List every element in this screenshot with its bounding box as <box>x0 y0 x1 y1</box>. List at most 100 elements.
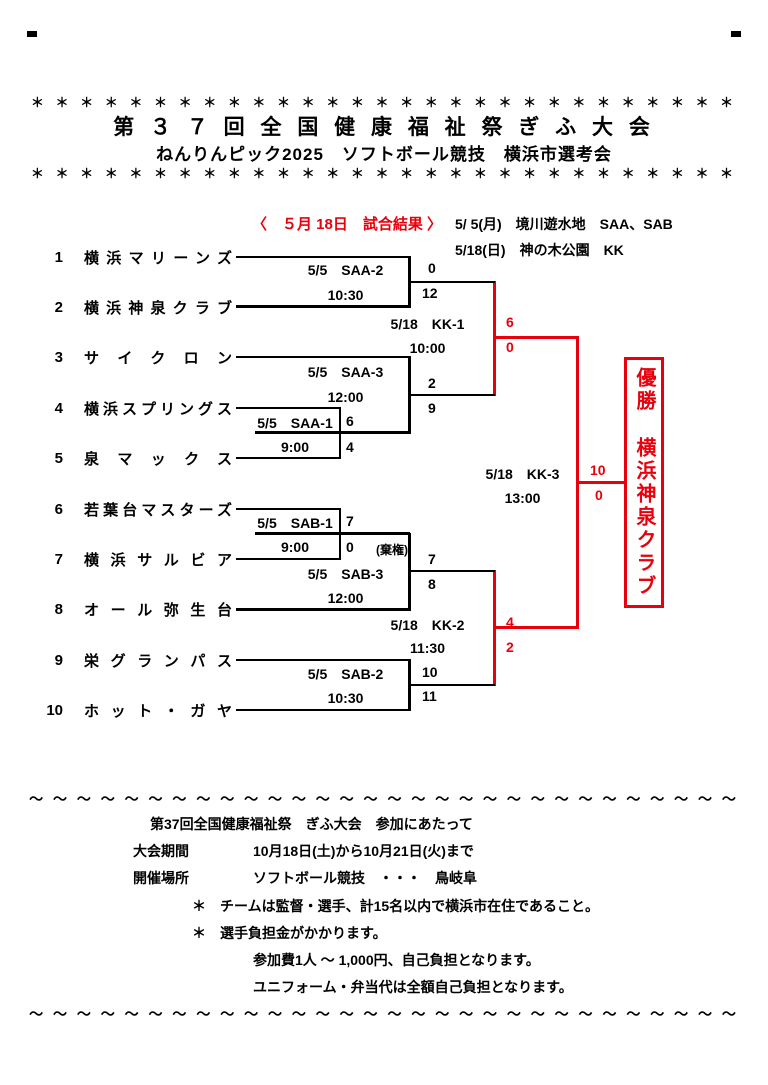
score-sab3-bottom: 8 <box>428 576 436 592</box>
match-time-kk3: 13:00 <box>504 490 541 506</box>
team-seed: 7 <box>54 550 63 568</box>
team-seed: 8 <box>54 600 63 618</box>
match-label-sab2: 5/5 SAB-2 <box>307 666 384 682</box>
footer-row-value-1: 10月18日(土)から10月21日(火)まで <box>253 843 474 859</box>
footer-row-label-1: 大会期間 <box>133 843 189 859</box>
bracket-connector-kk2 <box>493 570 496 686</box>
team-seed: 2 <box>54 298 63 316</box>
match-time-saa1: 9:00 <box>280 439 310 455</box>
winner-line-kk1 <box>495 336 578 339</box>
winner-line-kk3 <box>578 481 625 484</box>
venue-line-2: 5/18(日) 神の木公園 KK <box>455 242 624 258</box>
score-saa1-top: 6 <box>346 413 354 429</box>
team-row: 10 ホット・ガヤ <box>38 699 232 721</box>
footer-note-2: ＊ 選手負担金がかかります。 <box>192 925 387 941</box>
print-mark-top-right <box>731 31 741 37</box>
team-seed: 4 <box>54 399 63 417</box>
team-seed: 6 <box>54 500 63 518</box>
score-sab1-top: 7 <box>346 513 354 529</box>
bracket-line-team5 <box>236 457 340 459</box>
score-kk3-top: 10 <box>590 462 606 478</box>
score-saa2-bottom: 12 <box>422 285 438 301</box>
team-name: ホット・ガヤ <box>84 702 232 720</box>
score-kk3-bottom: 0 <box>595 487 603 503</box>
footer-heading: 第37回全国健康福祉祭 ぎふ大会 参加にあたって <box>150 816 473 832</box>
champion-box: 優勝 横浜神泉クラブ <box>624 357 664 608</box>
footer-row-value-2: ソフトボール競技 ・・・ 鳥岐阜 <box>253 870 477 886</box>
page-title: 第 ３ ７ 回 全 国 健 康 福 祉 祭 ぎ ふ 大 会 <box>113 116 655 139</box>
champion-text: 優勝 横浜神泉クラブ <box>633 366 655 599</box>
score-saa1-bottom: 4 <box>346 439 354 455</box>
winner-line-saa3 <box>410 394 495 396</box>
score-sab3-top: 7 <box>428 551 436 567</box>
bracket-connector-kk3 <box>576 336 579 629</box>
footer-subnote-2: ユニフォーム・弁当代は全額自己負担となります。 <box>253 979 573 995</box>
bracket-line-team1 <box>236 256 410 258</box>
team-name: 横浜神泉クラブ <box>84 299 232 317</box>
match-label-saa1: 5/5 SAA-1 <box>257 415 333 431</box>
bracket-connector-saa2 <box>408 256 411 308</box>
bracket-line-team9 <box>236 659 410 661</box>
tilde-row-bottom: ～ ～ ～ ～ ～ ～ ～ ～ ～ ～ ～ ～ ～ ～ ～ ～ ～ ～ ～ ～ … <box>29 1006 739 1022</box>
bracket-line-team4 <box>236 407 340 409</box>
bracket-line-team7 <box>236 558 340 560</box>
team-name: 若葉台マスターズ <box>84 501 232 519</box>
score-kk1-bottom: 0 <box>506 339 514 355</box>
match-label-saa2: 5/5 SAA-2 <box>307 262 384 278</box>
match-label-kk2: 5/18 KK-2 <box>390 617 465 633</box>
team-name: オール弥生台 <box>84 601 232 619</box>
print-mark-top-left <box>27 31 37 37</box>
team-seed: 10 <box>46 701 63 719</box>
match-time-sab3: 12:00 <box>327 590 364 606</box>
bracket-connector-sab3 <box>408 533 411 611</box>
team-row: 5 泉マックス <box>38 447 232 469</box>
venue-line-1: 5/ 5(月) 境川遊水地 SAA、SAB <box>455 216 673 232</box>
champion-label: 優勝 <box>633 366 655 413</box>
match-time-kk2: 11:30 <box>409 640 446 656</box>
bracket-connector-saa3 <box>408 356 411 434</box>
score-saa2-top: 0 <box>428 260 436 276</box>
stars-row-bottom: ＊ ＊ ＊ ＊ ＊ ＊ ＊ ＊ ＊ ＊ ＊ ＊ ＊ ＊ ＊ ＊ ＊ ＊ ＊ ＊ … <box>30 166 738 181</box>
bracket-connector-kk1 <box>493 281 496 396</box>
team-name: 横浜サルビア <box>84 551 232 569</box>
score-sab2-top: 10 <box>422 664 438 680</box>
forfeit-note: (棄権) <box>376 543 408 557</box>
team-seed: 1 <box>54 248 63 266</box>
score-kk1-top: 6 <box>506 314 514 330</box>
match-time-saa2: 10:30 <box>327 287 364 303</box>
match-label-kk1: 5/18 KK-1 <box>390 316 465 332</box>
bracket-line-team6 <box>236 508 340 510</box>
score-kk2-bottom: 2 <box>506 639 514 655</box>
result-heading: 〈 ５月 18日 試合結果 〉 <box>252 216 443 233</box>
match-label-sab3: 5/5 SAB-3 <box>307 566 384 582</box>
match-label-saa3: 5/5 SAA-3 <box>307 364 384 380</box>
bracket-line-team3 <box>236 356 410 358</box>
team-seed: 5 <box>54 449 63 467</box>
bracket-line-team2 <box>236 305 410 308</box>
match-time-kk1: 10:00 <box>409 340 446 356</box>
match-label-sab1: 5/5 SAB-1 <box>257 515 333 531</box>
score-saa3-bottom: 9 <box>428 400 436 416</box>
champion-name: 横浜神泉クラブ <box>633 437 655 599</box>
tilde-row-top: ～ ～ ～ ～ ～ ～ ～ ～ ～ ～ ～ ～ ～ ～ ～ ～ ～ ～ ～ ～ … <box>29 791 739 807</box>
winner-line-sab1 <box>255 532 410 535</box>
team-name: 栄グランパス <box>84 652 232 670</box>
team-name: 泉マックス <box>84 450 232 468</box>
score-sab1-bottom: 0 <box>346 539 354 555</box>
winner-line-kk2 <box>495 626 578 629</box>
match-time-saa3: 12:00 <box>327 389 364 405</box>
winner-line-saa1 <box>255 431 410 434</box>
team-row: 2 横浜神泉クラブ <box>38 296 232 318</box>
team-row: 6 若葉台マスターズ <box>38 498 232 520</box>
team-name: 横浜マリーンズ <box>84 249 232 267</box>
footer-row-label-2: 開催場所 <box>133 870 189 886</box>
bracket-line-team8 <box>236 608 410 611</box>
footer-subnote-1: 参加費1人 ～ 1,000円、自己負担となります。 <box>253 952 540 968</box>
score-saa3-top: 2 <box>428 375 436 391</box>
footer-note-1: ＊ チームは監督・選手、計15名以内で横浜市在住であること。 <box>192 898 600 914</box>
match-label-kk3: 5/18 KK-3 <box>485 466 560 482</box>
stars-row-top: ＊ ＊ ＊ ＊ ＊ ＊ ＊ ＊ ＊ ＊ ＊ ＊ ＊ ＊ ＊ ＊ ＊ ＊ ＊ ＊ … <box>30 95 738 110</box>
